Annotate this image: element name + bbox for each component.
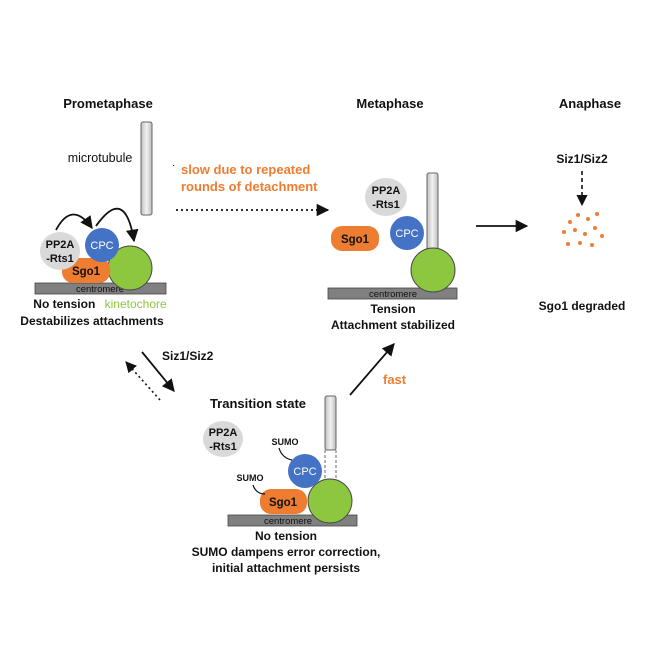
curved-arrow-cpc-to-kinetochore — [95, 207, 139, 243]
anaphase-title: Anaphase — [559, 96, 621, 111]
cpc-label: CPC — [90, 240, 113, 252]
sgo1-fragment — [573, 228, 577, 232]
pp2a-rts1-protein — [40, 232, 80, 270]
centromere-bar — [227, 514, 358, 527]
fast-arrow — [349, 343, 395, 396]
pp2a-label-line2: -Rts1 — [46, 253, 74, 265]
sumo-link-sgo1 — [252, 484, 266, 495]
cpc-protein — [288, 454, 322, 488]
pp2a-rts1-protein — [365, 178, 407, 216]
sgo1-fragment — [562, 230, 566, 234]
sgo1-fragment — [583, 232, 587, 236]
siz1-siz2-label: Siz1/Siz2 — [556, 152, 608, 166]
degraded-sgo1-dots — [562, 212, 604, 247]
centromere-bar — [34, 282, 167, 295]
transition-caption-line2: SUMO dampens error correction, — [192, 545, 381, 559]
sgo1-fragment — [595, 212, 599, 216]
sumoylation-arrow — [141, 351, 175, 392]
siz1-siz2-label: Siz1/Siz2 — [162, 349, 214, 363]
sgo1-label: Sgo1 — [72, 266, 101, 278]
kinetochore — [410, 247, 456, 293]
pp2a-rts1-protein — [203, 421, 243, 457]
sgo1-label: Sgo1 — [269, 497, 298, 509]
prometaphase-title: Prometaphase — [63, 96, 153, 111]
pp2a-label-line1: PP2A — [209, 427, 238, 439]
slow-text-line1: slow due to repeated — [181, 162, 310, 177]
sumo-link-cpc — [278, 447, 293, 461]
sgo1-fragment — [600, 234, 604, 238]
sgo1-fragment — [568, 220, 572, 224]
slow-arrow-dot: · — [172, 160, 175, 171]
centromere-label: centromere — [76, 284, 124, 295]
sgo1-fragment — [590, 243, 594, 247]
kinetochore-label: kinetochore — [105, 297, 167, 311]
prometaphase-panel: Prometaphase microtubule centromere Sgo1… — [20, 96, 167, 328]
metaphase-caption-line2: Attachment stabilized — [331, 318, 455, 332]
slow-transition: · slow due to repeated rounds of detachm… — [172, 160, 330, 217]
transition-caption-line1: No tension — [255, 529, 317, 543]
sgo1-fragment — [566, 242, 570, 246]
microtubule-label: microtubule — [68, 151, 133, 165]
pp2a-label-line1: PP2A — [372, 185, 401, 197]
sumo-tag-cpc: SUMO — [272, 437, 299, 447]
transition-panel: Transition state centromere PP2A -Rts1 C… — [192, 395, 381, 575]
centromere-label: centromere — [369, 289, 417, 300]
kinetochore — [307, 478, 353, 524]
sgo1-fragment — [578, 241, 582, 245]
pp2a-label-line1: PP2A — [46, 239, 75, 251]
sgo1-fragment — [586, 217, 590, 221]
siz-transition-arrows: Siz1/Siz2 — [125, 349, 214, 401]
curved-arrow-pp2a-to-cpc — [55, 213, 93, 231]
cpc-protein — [390, 216, 424, 250]
sgo1-fragment — [576, 213, 580, 217]
metaphase-panel: Metaphase centromere PP2A -Rts1 CPC Sgo1… — [327, 96, 458, 332]
anaphase-caption: Sgo1 degraded — [539, 299, 626, 313]
microtubule — [140, 121, 153, 216]
fast-label: fast — [383, 372, 407, 387]
cpc-label: CPC — [395, 228, 418, 240]
transition-caption-line3: initial attachment persists — [212, 561, 360, 575]
sgo1-protein — [331, 226, 379, 251]
slow-text-line2: rounds of detachment — [181, 179, 318, 194]
desumoylation-dotted-arrow — [125, 361, 161, 401]
pp2a-label-line2: -Rts1 — [372, 199, 400, 211]
sgo1-label: Sgo1 — [341, 234, 370, 246]
prometaphase-caption-line2: Destabilizes attachments — [20, 314, 164, 328]
metaphase-caption-line1: Tension — [370, 302, 415, 316]
sgo1-protein — [260, 489, 307, 514]
pp2a-label-line2: -Rts1 — [209, 441, 237, 453]
centromere-bar — [327, 287, 458, 300]
cpc-protein — [85, 228, 119, 262]
microtubule — [324, 395, 337, 451]
no-tension-text: No tension — [33, 297, 95, 311]
transition-title: Transition state — [210, 396, 306, 411]
prometaphase-caption-line1: No tension kinetochore — [33, 297, 167, 311]
cpc-label: CPC — [293, 466, 316, 478]
anaphase-panel: Anaphase Siz1/Siz2 Sgo1 degraded — [539, 96, 626, 313]
fast-transition: fast — [349, 343, 407, 396]
sgo1-fragment — [593, 226, 597, 230]
metaphase-title: Metaphase — [356, 96, 423, 111]
sumo-tag-sgo1: SUMO — [237, 473, 264, 483]
centromere-label: centromere — [264, 516, 312, 527]
